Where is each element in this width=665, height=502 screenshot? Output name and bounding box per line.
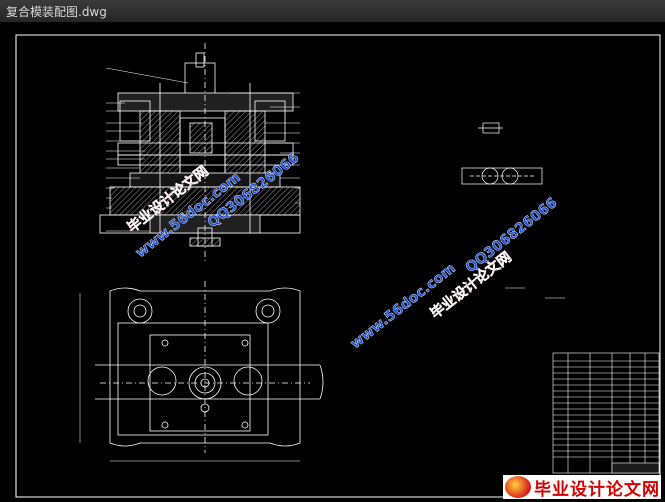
part-detail [461, 122, 565, 299]
drawing-canvas[interactable]: www.56doc.com 毕业设计论文网 QQ306826066 www.56… [0, 23, 665, 502]
drawing-border [15, 34, 661, 498]
bom-table [552, 352, 660, 474]
window-title-bar: 复合模装配图.dwg [0, 0, 665, 23]
section-view [99, 43, 301, 263]
plan-view [79, 281, 324, 462]
cad-drawing: www.56doc.com 毕业设计论文网 QQ306826066 www.56… [15, 34, 661, 498]
logo-text: 毕业设计论文网 [534, 479, 660, 500]
site-logo-badge: 毕业设计论文网 [503, 475, 661, 500]
leader-lines-right [230, 92, 300, 204]
window-title: 复合模装配图.dwg [6, 5, 107, 19]
logo-icon [505, 476, 531, 498]
leader-lines-left [105, 67, 189, 232]
